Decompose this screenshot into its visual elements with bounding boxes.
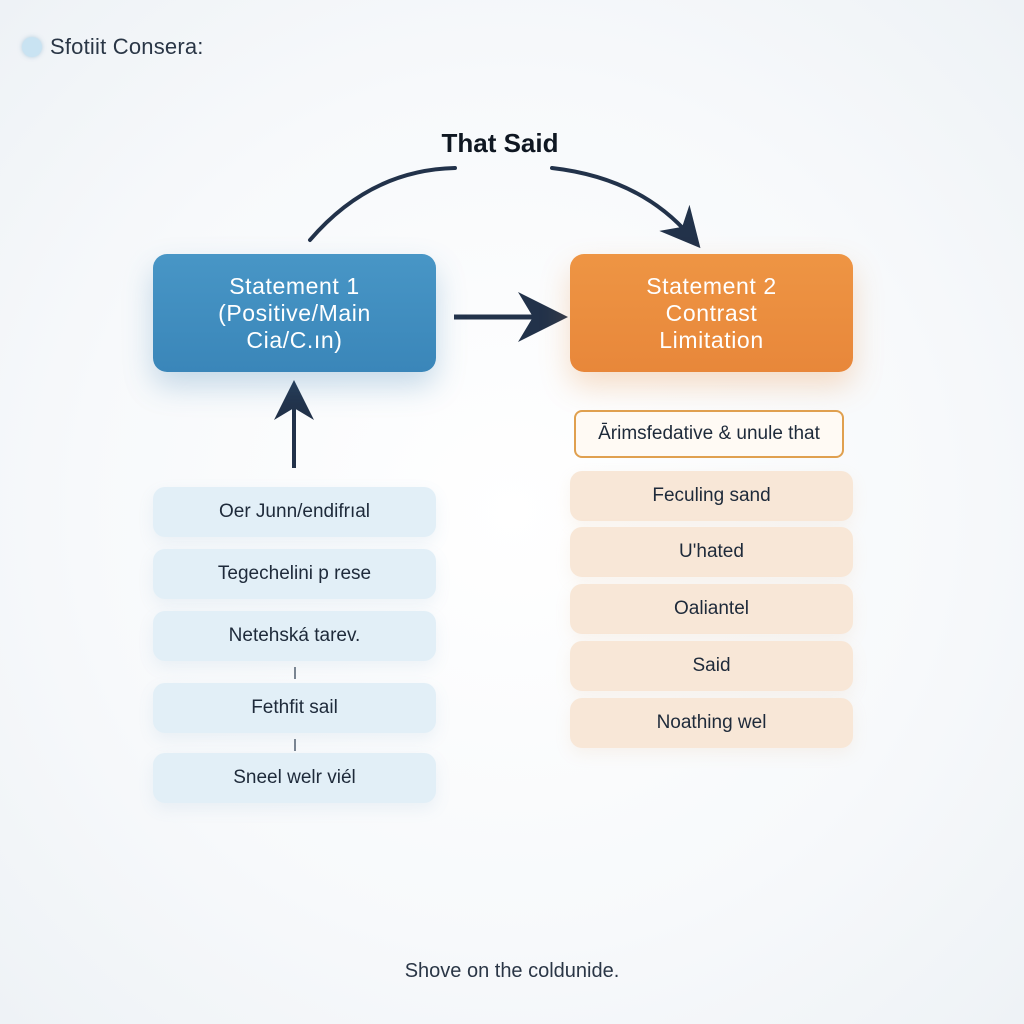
statement-2-box: Statement 2 Contrast Limitation [570, 254, 853, 372]
left-list-item: Tegechelini p rese [153, 549, 436, 599]
left-list-item: Netehská tarev. [153, 611, 436, 661]
left-list-item: Oer Junn/endifrıal [153, 487, 436, 537]
right-list-item: U'hated [570, 527, 853, 577]
right-list-item: Feculing sand [570, 471, 853, 521]
left-list-item: Fethfit sail [153, 683, 436, 733]
arc-left-arrow [308, 166, 457, 242]
divider-tick [294, 739, 296, 751]
bullet-dot-icon [22, 37, 42, 57]
left-list-item: Sneel welr viél [153, 753, 436, 803]
right-list-item: Oaliantel [570, 584, 853, 634]
header: Sfotiit Consera: [22, 34, 204, 60]
header-title: Sfotiit Consera: [50, 34, 204, 59]
footer-caption: Shove on the coldunide. [404, 960, 620, 982]
right-list-item: Said [570, 641, 853, 691]
divider-tick [294, 667, 296, 679]
statement-1-box: Statement 1 (Positive/Main Cia/C.ın) [153, 254, 436, 372]
right-list-highlighted-item: Ārimsfedative & unule that [574, 410, 844, 458]
connector-label: That Said [441, 128, 559, 158]
right-list-item: Noathing wel [570, 698, 853, 748]
arc-right-arrow [550, 166, 701, 249]
